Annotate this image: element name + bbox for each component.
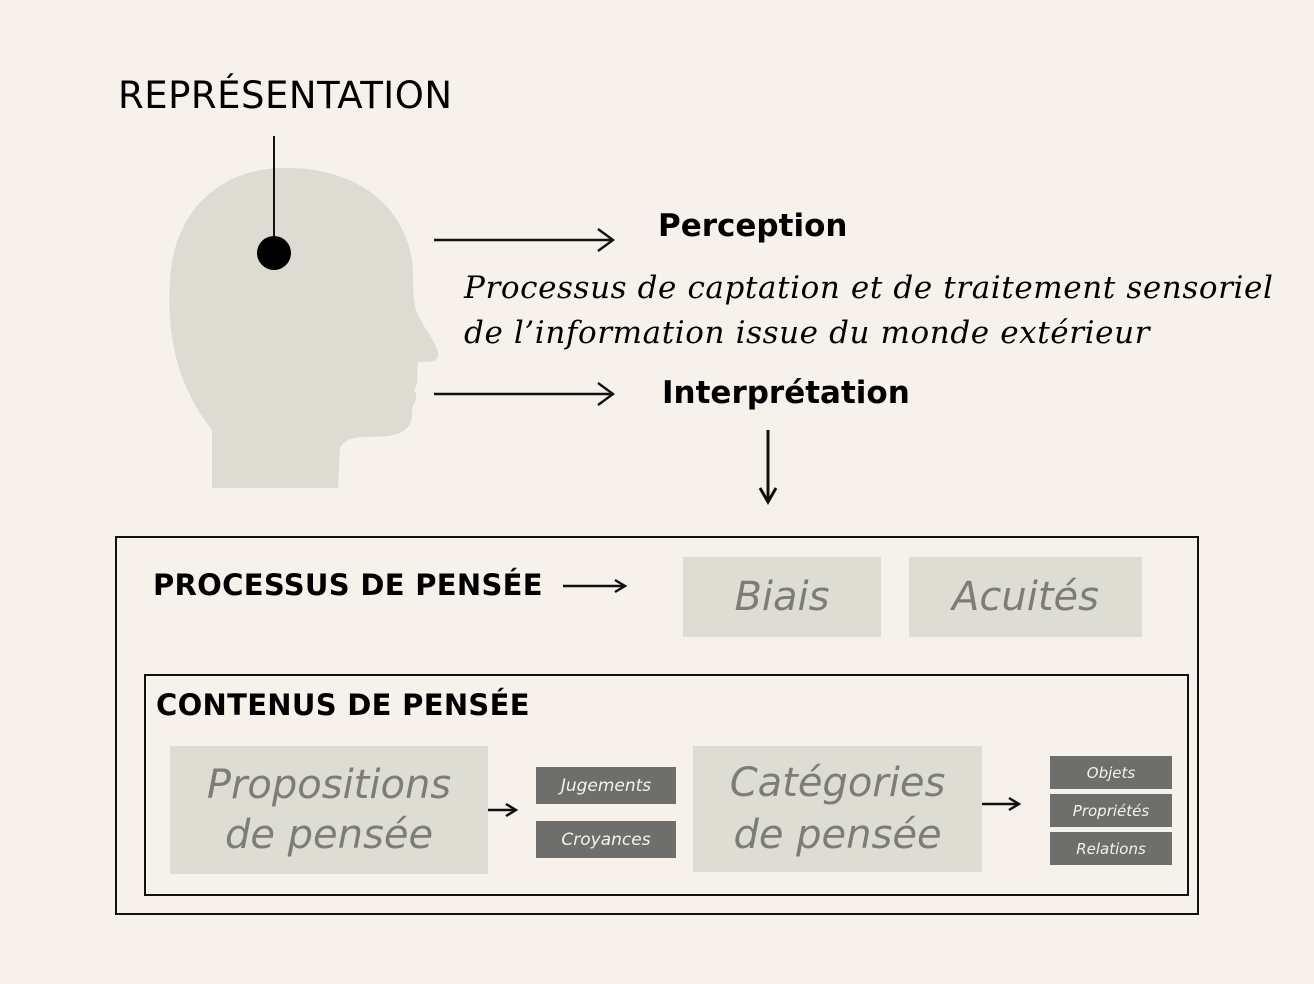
processus-label: PROCESSUS DE PENSÉE [153,568,543,602]
croyances-box: Croyances [536,821,676,858]
proprietes-box: Propriétés [1050,794,1172,827]
perception-description: Processus de captation et de traitement … [464,266,1274,356]
head-silhouette-icon [169,136,439,488]
propositions-line: de pensée [224,812,434,858]
categories-line: de pensée [733,812,942,858]
arrow-right-icon [434,228,616,252]
propositions-box: Propositions de pensée [170,746,488,874]
processus-frame [115,536,1199,915]
perception-label: Perception [658,208,848,244]
jugements-box: Jugements [536,767,676,804]
relations-box: Relations [1050,832,1172,865]
interpretation-label: Interprétation [662,375,910,411]
perception-description-line: Processus de captation et de traitement … [464,270,1274,306]
propositions-line: Propositions [206,762,452,808]
acuites-box: Acuités [909,557,1142,637]
categories-box: Catégories de pensée [693,746,982,872]
perception-description-line: de l’information issue du monde extérieu… [464,315,1151,351]
contenus-label: CONTENUS DE PENSÉE [156,688,530,722]
arrow-down-icon [758,430,778,506]
categories-line: Catégories [729,760,946,806]
contenus-frame [144,674,1189,896]
diagram-title: REPRÉSENTATION [118,74,453,117]
objets-box: Objets [1050,756,1172,789]
arrow-right-icon [563,578,628,594]
arrow-right-icon [434,382,616,406]
biais-box: Biais [683,557,881,637]
